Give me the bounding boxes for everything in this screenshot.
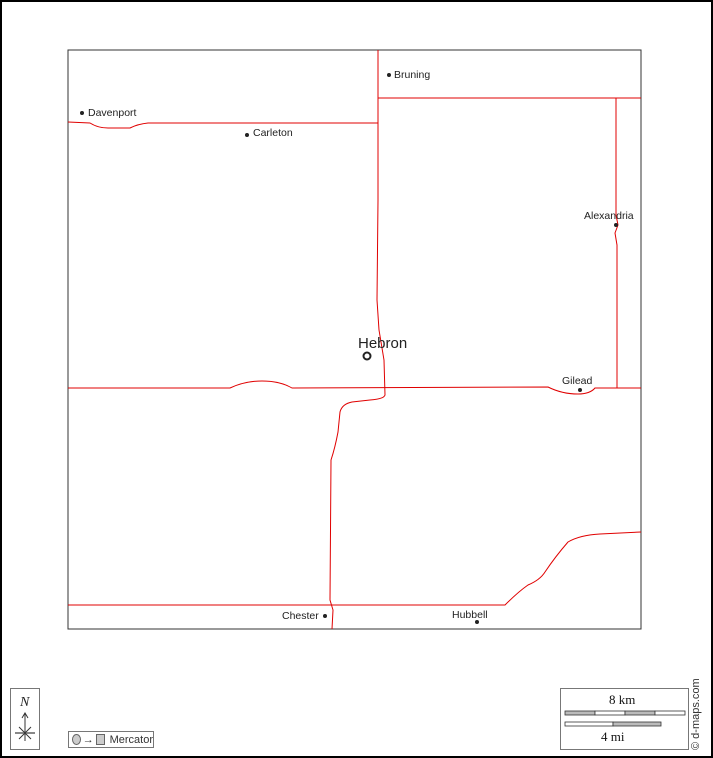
projection-legend: → Mercator — [68, 731, 154, 748]
capital-hebron: Hebron — [358, 335, 407, 361]
map-label: Alexandria — [584, 210, 634, 222]
map-label: Carleton — [253, 127, 293, 139]
globe-icon — [72, 734, 81, 745]
map-label: Bruning — [394, 69, 430, 81]
map-mark — [245, 133, 249, 137]
map-mark — [594, 710, 626, 716]
map-mark — [654, 710, 686, 716]
map-mark — [80, 111, 84, 115]
map-label: Davenport — [88, 107, 137, 119]
map-mark — [612, 721, 662, 727]
town-alexandria: Alexandria — [584, 210, 634, 227]
town-hubbell: Hubbell — [452, 609, 488, 624]
road — [68, 531, 642, 606]
scale-bar: 8 km 4 mi — [560, 688, 689, 750]
town-gilead: Gilead — [562, 375, 593, 392]
scale-mi-label: 4 mi — [601, 729, 625, 744]
map-mark — [578, 388, 582, 392]
county-boundary — [67, 49, 642, 630]
compass-icon: N — [15, 695, 35, 741]
scale-km-bar — [564, 710, 686, 716]
road — [67, 121, 378, 129]
road — [329, 50, 386, 630]
scale-km-label: 8 km — [609, 692, 636, 707]
map-mark — [387, 73, 391, 77]
map-label: Chester — [282, 610, 319, 622]
map-mark — [564, 721, 614, 727]
map-label: N — [19, 695, 30, 710]
road — [68, 380, 641, 395]
projection-label: Mercator — [109, 733, 153, 746]
map-label: Gilead — [562, 375, 593, 387]
map-mark — [624, 710, 656, 716]
map-mark — [362, 351, 372, 361]
map-label: Hebron — [358, 335, 407, 352]
map-label: Hubbell — [452, 609, 488, 621]
town-chester: Chester — [282, 610, 327, 622]
road — [614, 98, 619, 388]
map-mark — [323, 614, 327, 618]
map-mark — [21, 712, 29, 719]
map-mark — [614, 223, 618, 227]
map-mark — [18, 726, 32, 740]
town-bruning: Bruning — [387, 69, 430, 81]
map-mark — [564, 710, 596, 716]
scale-mi-bar — [564, 721, 662, 727]
arrow-icon: → — [82, 733, 94, 746]
town-carleton: Carleton — [245, 127, 293, 139]
credit-text: © d-maps.com — [690, 678, 702, 750]
map-square-icon — [95, 734, 105, 745]
map-mark — [475, 620, 479, 624]
town-davenport: Davenport — [80, 107, 137, 119]
north-arrow: N — [10, 688, 40, 750]
